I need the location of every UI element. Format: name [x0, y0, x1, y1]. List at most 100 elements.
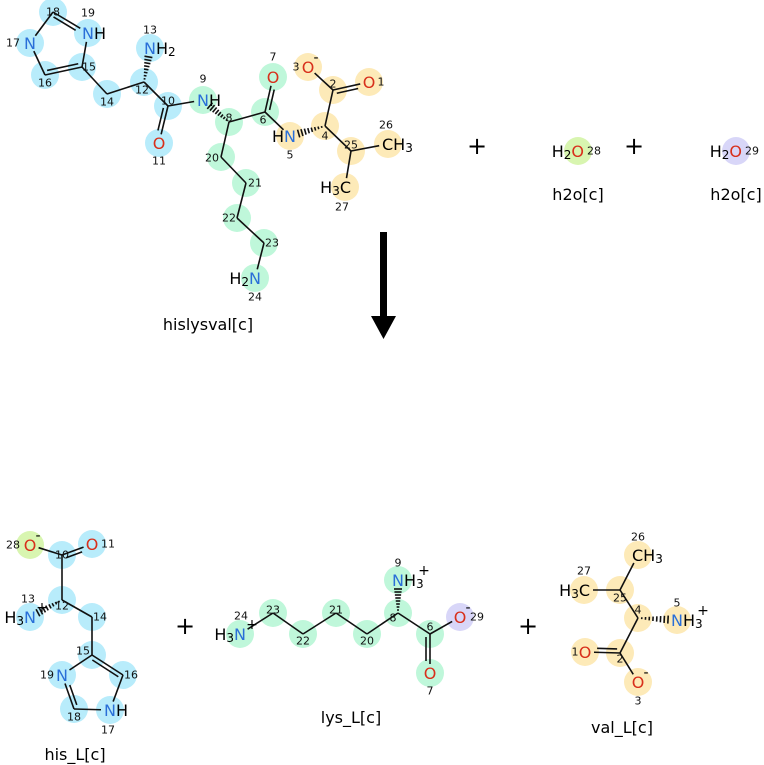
- molecule-his: O-2810O1112H3​N+13141516N19NH1718his_L[c…: [4, 528, 138, 765]
- bond: [38, 546, 63, 556]
- atom-index: 25: [344, 139, 358, 152]
- atom-highlight: [663, 606, 691, 634]
- atom-highlight: [241, 264, 269, 292]
- bond: [61, 599, 93, 618]
- bond: [247, 612, 274, 630]
- atom-charge: +: [418, 563, 430, 579]
- molecule-name: h2o[c]: [552, 185, 603, 204]
- atom-label: NH2​: [144, 39, 176, 60]
- bond: [35, 600, 61, 617]
- atom-highlight: [259, 63, 287, 91]
- bond: [397, 612, 431, 635]
- atom-index: 26: [379, 119, 393, 132]
- bond: [220, 156, 247, 184]
- molecule-hislysval: N1718NH1916151412NH2​1310O11NH9820212223…: [6, 0, 413, 334]
- atom-index: 4: [322, 130, 329, 143]
- atom-highlight: [384, 566, 412, 594]
- atom-index: 28: [587, 145, 601, 158]
- atom-charge: -: [643, 665, 648, 681]
- atom-highlight: [16, 531, 44, 559]
- atom-highlight: [722, 137, 750, 165]
- atom-label: H3​N: [4, 608, 36, 629]
- bond: [34, 11, 54, 37]
- atom-index: 23: [265, 237, 279, 250]
- atom-label: O: [24, 536, 37, 555]
- reaction-arrow-icon: [371, 232, 396, 339]
- atom-highlight: [624, 541, 652, 569]
- atom-label: H2​O: [710, 142, 742, 163]
- atom-index: 20: [360, 635, 374, 648]
- bond: [256, 242, 265, 270]
- bond: [345, 150, 352, 179]
- bond: [112, 674, 124, 702]
- atom-index: 6: [260, 114, 267, 127]
- bond: [429, 620, 453, 635]
- atom-label: O: [632, 673, 645, 692]
- atom-highlight: [416, 659, 444, 687]
- bond: [302, 612, 337, 635]
- bond: [44, 62, 83, 76]
- atom-index: 20: [205, 152, 219, 165]
- bond: [236, 182, 247, 219]
- plus-sign: +: [518, 612, 538, 640]
- atom-label: HN: [272, 127, 296, 146]
- atom-charge: -: [313, 50, 318, 66]
- atom-label: NH: [82, 24, 106, 43]
- atom-index: 9: [200, 73, 207, 86]
- molecule-name: lys_L[c]: [321, 708, 381, 728]
- atom-index: 18: [67, 711, 81, 724]
- bond: [324, 89, 334, 127]
- atom-index: 1: [572, 646, 579, 659]
- bond: [81, 66, 108, 95]
- molecule-name: hislysval[c]: [163, 315, 253, 334]
- atom-highlight: [74, 19, 102, 47]
- atom-highlight: [145, 129, 173, 157]
- atom-label: H2​N: [229, 269, 261, 290]
- bond: [350, 144, 380, 152]
- bond: [228, 111, 266, 123]
- bond: [81, 41, 88, 68]
- atom-index: 7: [427, 685, 434, 698]
- atom-label: O: [363, 73, 376, 92]
- atom-index: 12: [135, 84, 149, 97]
- atom-highlight: [48, 661, 76, 689]
- bond: [619, 562, 635, 591]
- atom-label: NH3​: [392, 571, 424, 592]
- atom-label: H3​N: [214, 625, 246, 646]
- atom-highlight: [571, 638, 599, 666]
- bond: [324, 125, 352, 152]
- atom-index: 24: [234, 610, 248, 623]
- bond: [394, 588, 402, 611]
- bond: [640, 615, 670, 624]
- bond: [206, 102, 228, 122]
- bond: [236, 217, 265, 244]
- atom-index: 8: [226, 112, 233, 125]
- atom-highlight: [374, 130, 402, 158]
- bond: [157, 105, 169, 135]
- bond: [264, 85, 276, 113]
- atom-charge: +: [697, 603, 709, 619]
- atom-index: 27: [577, 565, 591, 578]
- atom-highlight: [446, 603, 474, 631]
- atom-charge: -: [35, 528, 40, 544]
- atom-highlight: [189, 86, 217, 114]
- atom-index: 21: [248, 177, 262, 190]
- atom-label: O: [302, 58, 315, 77]
- atom-index: 22: [222, 212, 236, 225]
- atom-index: 17: [6, 37, 20, 50]
- atom-index: 19: [81, 7, 95, 20]
- atom-index: 22: [296, 635, 310, 648]
- atom-index: 8: [390, 612, 397, 625]
- bond: [61, 546, 84, 559]
- atom-index: 5: [287, 149, 294, 162]
- molecule-name: h2o[c]: [710, 185, 761, 204]
- bond: [69, 654, 93, 671]
- atom-index: 11: [101, 538, 115, 551]
- bond: [73, 708, 102, 711]
- atom-index: 3: [635, 695, 642, 708]
- atom-label: O: [86, 535, 99, 554]
- atom-index: 11: [152, 155, 166, 168]
- bond: [425, 634, 431, 664]
